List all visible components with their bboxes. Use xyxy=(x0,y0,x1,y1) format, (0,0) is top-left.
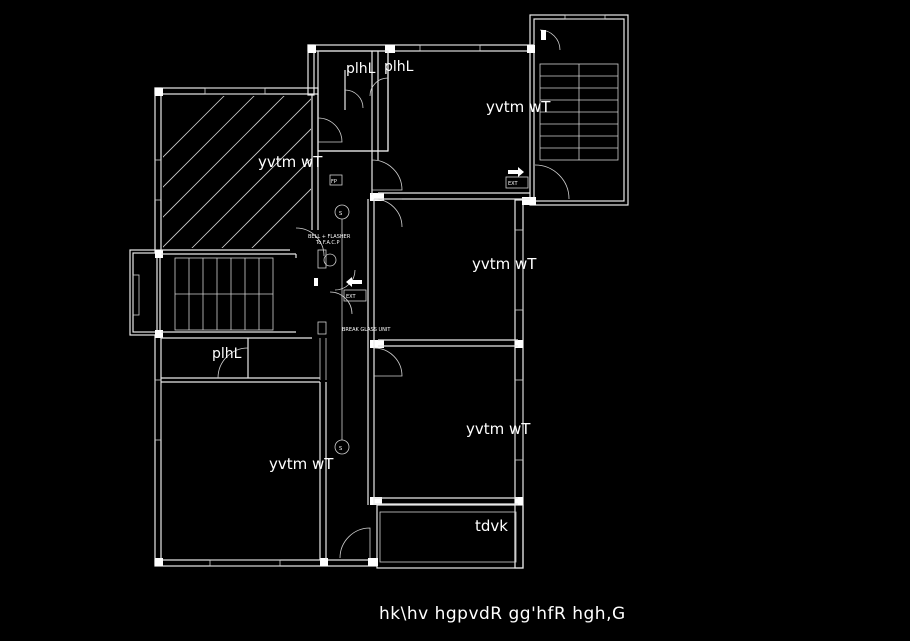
hatch-area xyxy=(163,96,311,248)
exit-sign-2: EXT xyxy=(343,277,367,302)
fire-symbols: S S FP xyxy=(314,30,546,455)
room-top-right-label: yvtm wT xyxy=(486,98,551,116)
stair-left xyxy=(174,257,274,331)
plan-caption: hk\hv hgpvdR gg'hfR hgh,G xyxy=(379,604,626,624)
interior-walls xyxy=(161,50,530,563)
exit-sign-1: EXT xyxy=(505,167,529,189)
windows xyxy=(132,14,606,567)
wc-mid-label: plhL xyxy=(212,346,242,362)
outer-walls xyxy=(129,14,629,569)
wall-joints xyxy=(155,45,536,566)
bell-note-line2: To F.A.C.P xyxy=(315,240,340,246)
smoke-detector-label-1: S xyxy=(339,211,342,217)
room-mid-right-label: yvtm wT xyxy=(472,255,537,273)
bell-note-line1: BELL + FLASHER xyxy=(308,234,351,240)
smoke-detector-label-2: S xyxy=(339,446,342,452)
svg-text:EXT: EXT xyxy=(346,294,356,300)
fire-panel-label: FP xyxy=(331,179,337,185)
wc-top-2-label: plhL xyxy=(384,59,414,75)
wc-top-1-label: plhL xyxy=(346,61,376,77)
room-lower-right-label: yvtm wT xyxy=(466,420,531,438)
room-top-left-label: yvtm wT xyxy=(258,153,323,171)
door-swings xyxy=(217,29,570,559)
room-bottom-left-label: yvtm wT xyxy=(269,455,334,473)
balcony-label: tdvk xyxy=(475,517,508,535)
svg-text:EXT: EXT xyxy=(508,181,518,187)
stair-right xyxy=(539,63,619,161)
break-glass-note: BREAK GLASS UNIT xyxy=(342,327,391,333)
